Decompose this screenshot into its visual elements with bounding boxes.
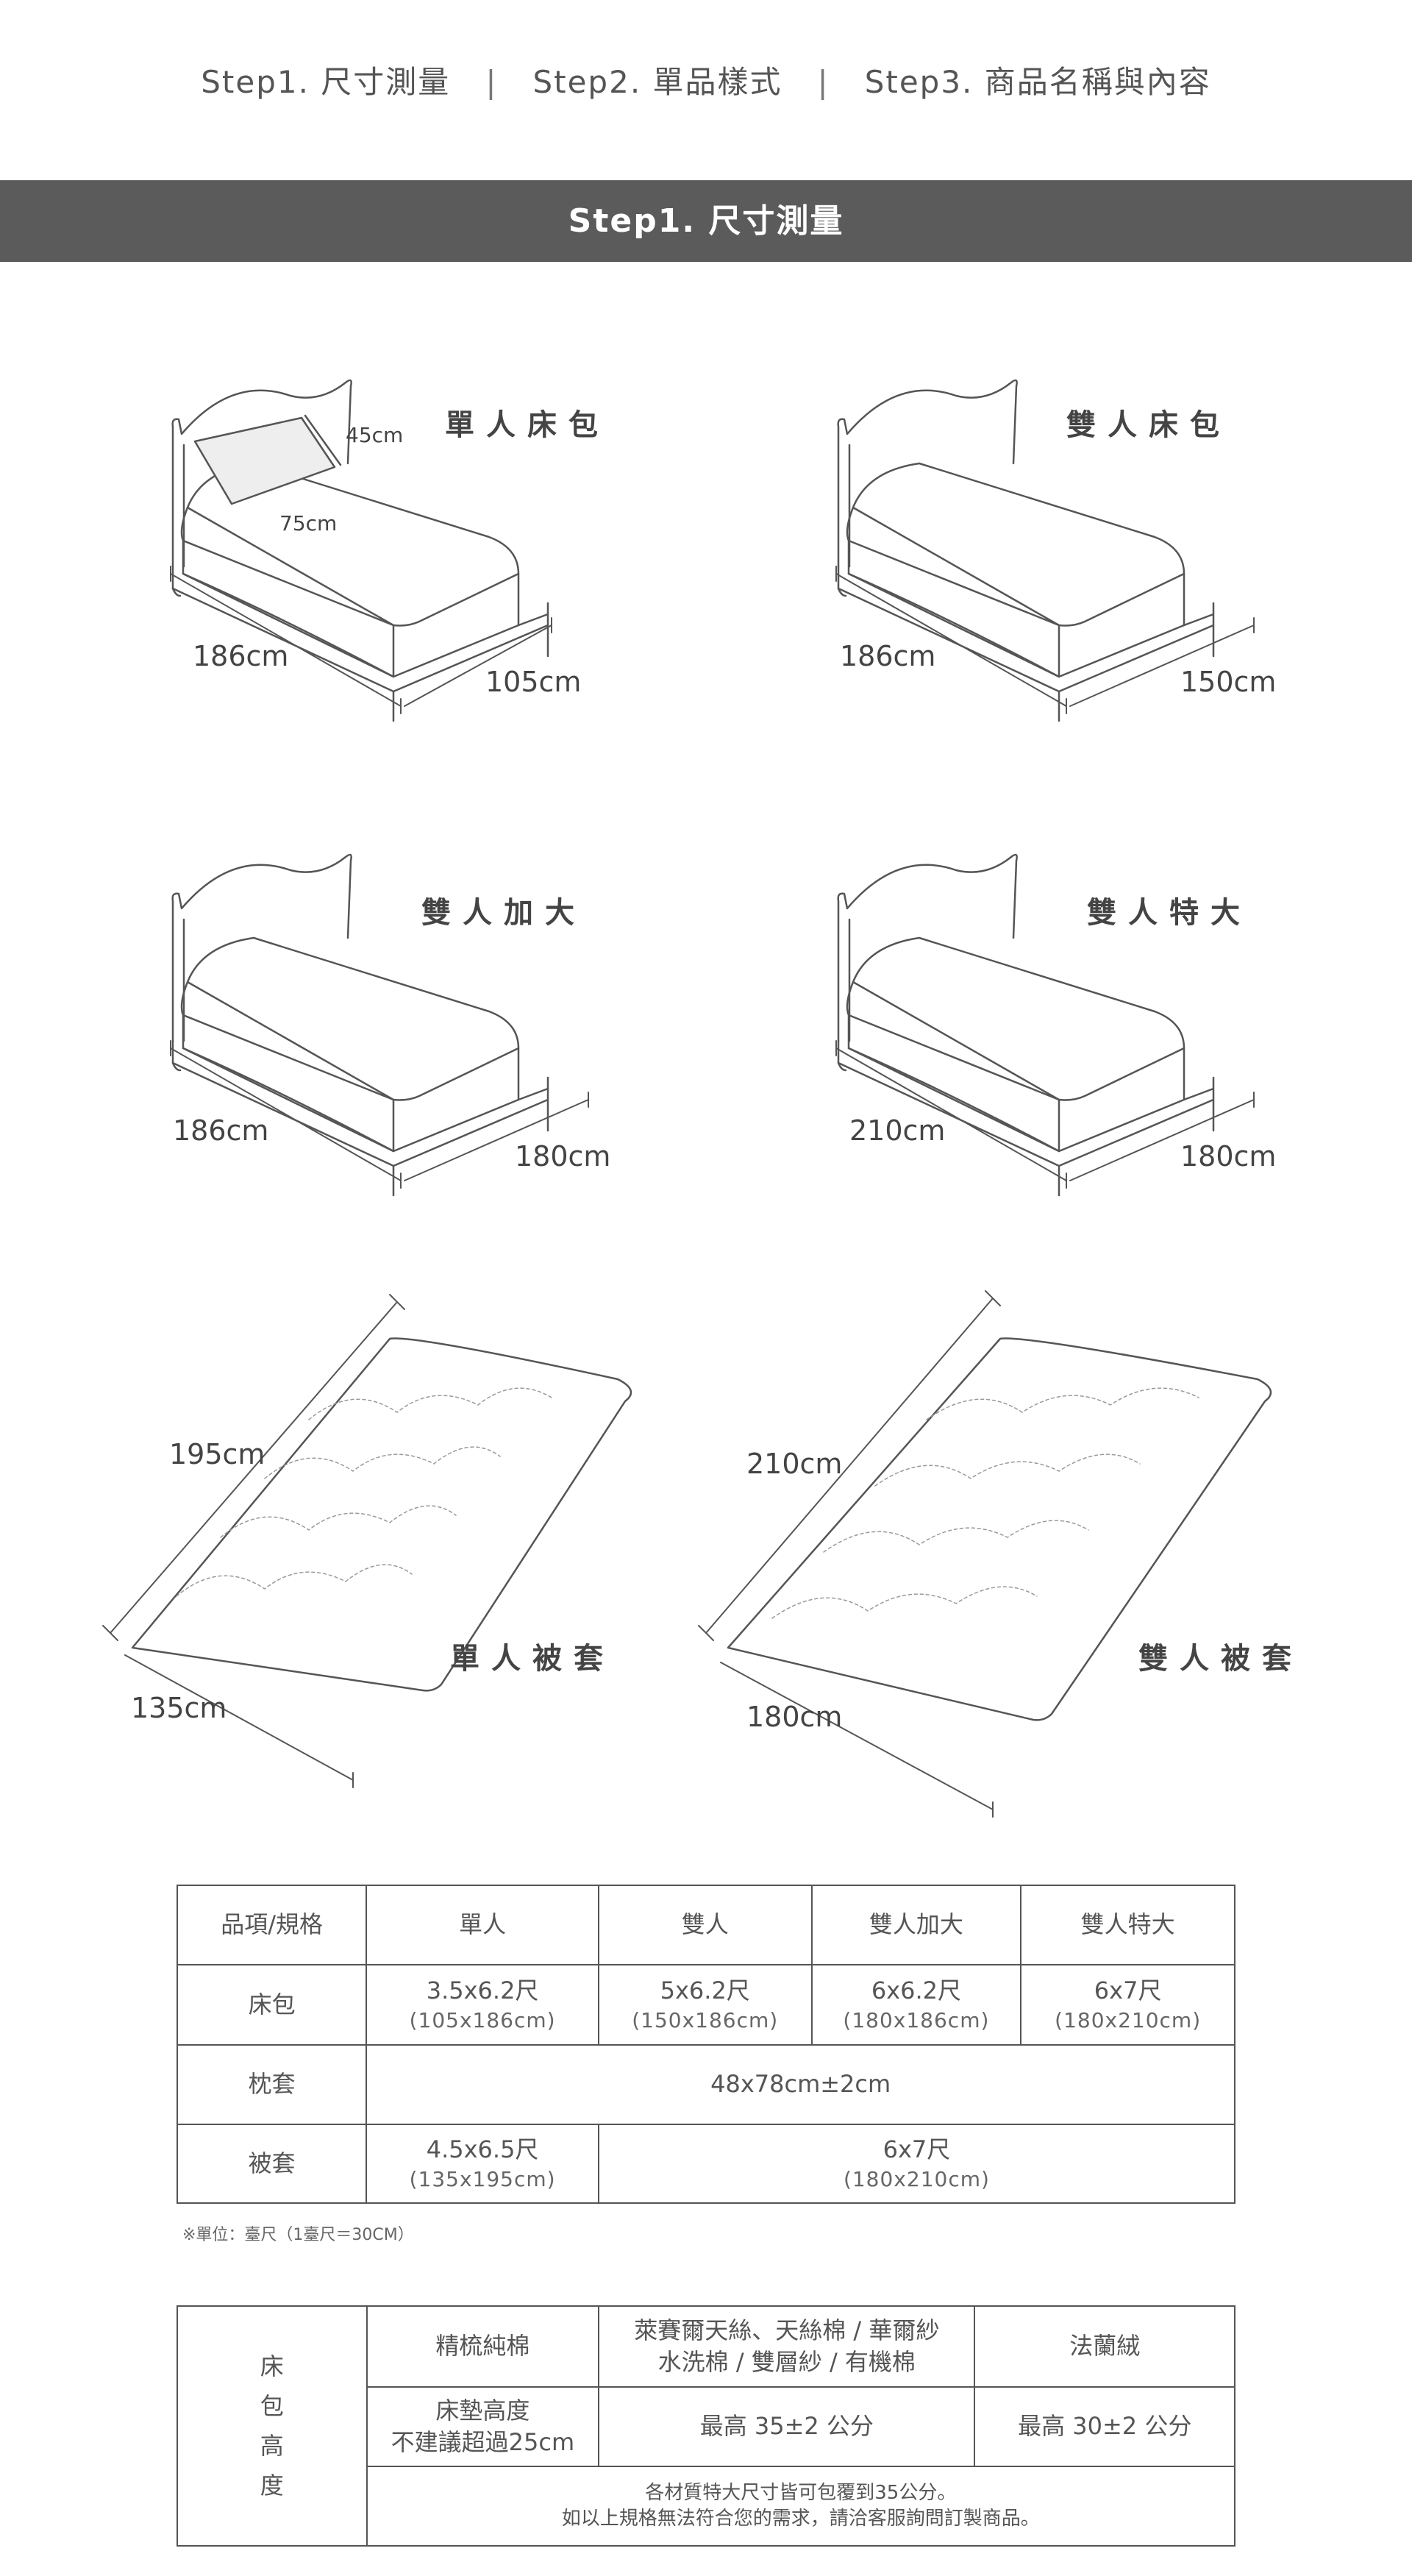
diagram-title-double-duvet: 雙人被套 xyxy=(1138,1642,1303,1676)
pillow-width-label: 45cm xyxy=(346,423,404,447)
diagram-title-king: 雙人特大 xyxy=(1087,896,1252,930)
material-line: 水洗棉 / 雙層紗 / 有機棉 xyxy=(657,2348,916,2376)
size-value: 6x6.2尺 xyxy=(871,1977,962,2004)
queen-width-label: 180cm xyxy=(515,1140,611,1173)
queen-length-label: 186cm xyxy=(173,1114,269,1147)
king-bed-drawing xyxy=(837,853,1215,1197)
king-width-label: 180cm xyxy=(1180,1140,1277,1173)
height-table-header-row: 床 包 高 度 精梳純棉 萊賽爾天絲、天絲棉 / 華爾紗水洗棉 / 雙層紗 / … xyxy=(176,2305,1236,2547)
side-char: 度 xyxy=(260,2472,284,2499)
cm-value: (180x186cm) xyxy=(843,2008,990,2033)
footer-line: 各材質特大尺寸皆可包覆到35公分。 xyxy=(645,2481,957,2504)
single-duvet-width-label: 135cm xyxy=(131,1692,227,1724)
cm-value: (180x210cm) xyxy=(1055,2008,1202,2033)
single-width-label: 105cm xyxy=(485,666,582,698)
table-cell: 6x7尺 (180x210cm) xyxy=(597,2124,1236,2204)
height-side-label: 床 包 高 度 xyxy=(176,2305,368,2547)
step-nav: Step1. 尺寸測量 | Step2. 單品樣式 | Step3. 商品名稱與內容 xyxy=(0,57,1412,102)
header-cell: 雙人 xyxy=(597,1885,813,1965)
cm-value: (180x210cm) xyxy=(843,2167,990,2192)
side-char: 包 xyxy=(260,2392,284,2420)
double-width-label: 150cm xyxy=(1180,666,1277,698)
table-row-fitted: 床包 3.5x6.2尺 (105x186cm) 5x6.2尺 (150x186cm)… xyxy=(176,1964,1236,2046)
row-label: 床包 xyxy=(176,1964,368,2046)
row-label: 被套 xyxy=(176,2124,368,2204)
table-cell: 6x6.2尺 (180x186cm) xyxy=(810,1964,1022,2046)
nav-separator: | xyxy=(817,64,830,100)
size-value: 6x7尺 xyxy=(1094,1977,1162,2004)
row-label: 枕套 xyxy=(176,2044,368,2125)
queen-bed-drawing xyxy=(171,853,549,1197)
cell-line: 床墊高度 xyxy=(435,2396,530,2424)
table-cell: 5x6.2尺 (150x186cm) xyxy=(597,1964,813,2046)
diagram-title-single-duvet: 單人被套 xyxy=(450,1642,615,1676)
double-bed-drawing xyxy=(837,379,1215,722)
cm-value: (135x195cm) xyxy=(409,2167,556,2192)
single-bed-drawing xyxy=(171,379,549,722)
double-length-label: 186cm xyxy=(840,640,936,672)
pillow-length-label: 75cm xyxy=(279,511,338,536)
mattress-height-cell: 床墊高度不建議超過25cm xyxy=(366,2386,600,2467)
double-duvet-length-label: 210cm xyxy=(746,1448,843,1480)
table-cell: 4.5x6.5尺 (135x195cm) xyxy=(366,2124,599,2204)
height-table-row: 床墊高度不建議超過25cm 最高 35±2 公分 最高 30±2 公分 xyxy=(177,2386,1236,2467)
header-cell: 品項/規格 xyxy=(176,1885,368,1965)
nav-step1[interactable]: Step1. 尺寸測量 xyxy=(201,64,451,100)
double-duvet-width-label: 180cm xyxy=(746,1701,843,1733)
single-length-label: 186cm xyxy=(193,640,289,672)
double-duvet-drawing xyxy=(698,1290,1272,1818)
cm-value: (105x186cm) xyxy=(409,2008,556,2033)
pillow-size-cell: 48x78cm±2cm xyxy=(366,2044,1236,2125)
bed-diagrams-svg xyxy=(102,379,1272,1818)
nav-separator: | xyxy=(485,64,498,100)
height-table-footer-row: 各材質特大尺寸皆可包覆到35公分。如以上規格無法符合您的需求，請洽客服詢問訂製商… xyxy=(177,2466,1236,2547)
header-cell: 雙人加大 xyxy=(810,1885,1022,1965)
cell-line: 不建議超過25cm xyxy=(391,2428,575,2456)
max-height-flannel: 最高 30±2 公分 xyxy=(974,2386,1236,2467)
footer-line: 如以上規格無法符合您的需求，請洽客服詢問訂製商品。 xyxy=(561,2508,1040,2530)
size-value: 6x7尺 xyxy=(883,2135,951,2163)
side-char: 高 xyxy=(260,2432,284,2460)
table-header-row: 品項/規格 單人 雙人 雙人加大 雙人特大 xyxy=(176,1885,1236,1965)
nav-step2[interactable]: Step2. 單品樣式 xyxy=(532,64,782,100)
mattress-height-table: 床 包 高 度 精梳純棉 萊賽爾天絲、天絲棉 / 華爾紗水洗棉 / 雙層紗 / … xyxy=(176,2305,1236,2547)
cm-value: (150x186cm) xyxy=(632,2008,779,2033)
single-duvet-length-label: 195cm xyxy=(169,1438,265,1470)
section-title-bar: Step1. 尺寸測量 xyxy=(0,180,1412,262)
material-tencel: 萊賽爾天絲、天絲棉 / 華爾紗水洗棉 / 雙層紗 / 有機棉 xyxy=(598,2305,976,2388)
unit-note: ※單位：臺尺（1臺尺＝30CM） xyxy=(182,2226,414,2244)
king-length-label: 210cm xyxy=(849,1114,946,1147)
header-cell: 單人 xyxy=(366,1885,599,1965)
table-row-duvet: 被套 4.5x6.5尺 (135x195cm) 6x7尺 (180x210cm) xyxy=(176,2124,1236,2204)
material-flannel: 法蘭絨 xyxy=(974,2305,1236,2388)
max-height-tencel: 最高 35±2 公分 xyxy=(598,2386,976,2467)
table-row-pillow: 枕套 48x78cm±2cm xyxy=(176,2044,1236,2125)
table-cell: 6x7尺 (180x210cm) xyxy=(1020,1964,1236,2046)
diagram-title-double-fitted: 雙人床包 xyxy=(1066,408,1231,442)
diagram-title-single-fitted: 單人床包 xyxy=(445,408,610,442)
header-cell: 雙人特大 xyxy=(1020,1885,1236,1965)
size-diagrams: 單人床包 45cm 75cm 186cm 105cm 雙人床包 186cm 15… xyxy=(102,379,1303,1818)
size-value: 4.5x6.5尺 xyxy=(426,2135,539,2163)
table-cell: 3.5x6.2尺 (105x186cm) xyxy=(366,1964,599,2046)
material-line: 萊賽爾天絲、天絲棉 / 華爾紗 xyxy=(634,2316,940,2344)
size-table: 品項/規格 單人 雙人 雙人加大 雙人特大 床包 3.5x6.2尺 (105x18… xyxy=(176,1885,1236,2204)
size-value: 5x6.2尺 xyxy=(660,1977,750,2004)
size-value: 3.5x6.2尺 xyxy=(426,1977,539,2004)
side-char: 床 xyxy=(260,2352,284,2380)
single-duvet-drawing xyxy=(102,1294,632,1788)
diagram-title-queen: 雙人加大 xyxy=(421,896,586,930)
material-cotton: 精梳純棉 xyxy=(366,2305,600,2388)
height-footer-cell: 各材質特大尺寸皆可包覆到35公分。如以上規格無法符合您的需求，請洽客服詢問訂製商… xyxy=(366,2466,1236,2547)
nav-step3[interactable]: Step3. 商品名稱與內容 xyxy=(864,64,1211,100)
